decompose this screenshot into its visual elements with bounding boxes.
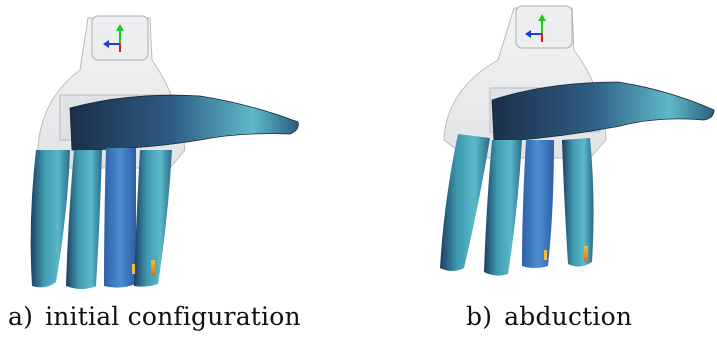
finger-index <box>31 150 70 287</box>
finger-middle <box>66 150 102 289</box>
panel-label: b) <box>466 302 492 331</box>
panel-initial-configuration: a) initial configuration <box>0 0 358 337</box>
panel-label: a) <box>8 302 33 331</box>
panel-abduction: b) abduction <box>358 0 717 337</box>
stress-hotspot <box>584 246 588 262</box>
finger-ring <box>522 140 554 268</box>
panel-caption-text: abduction <box>504 302 632 331</box>
finger-little <box>562 138 594 267</box>
finger-middle <box>484 140 522 276</box>
caption-initial-configuration: a) initial configuration <box>8 302 301 331</box>
caption-abduction: b) abduction <box>466 302 632 331</box>
stress-hotspot <box>151 260 155 276</box>
thumb <box>70 95 298 150</box>
stress-hotspot-small <box>544 250 547 260</box>
stress-hotspot-small <box>132 264 135 274</box>
wrist-mount <box>516 6 572 48</box>
hand-render-initial <box>0 0 358 300</box>
hand-render-abduction <box>358 0 717 300</box>
finger-index <box>440 134 490 271</box>
panel-caption-text: initial configuration <box>45 302 301 331</box>
finger-ring <box>104 148 136 288</box>
